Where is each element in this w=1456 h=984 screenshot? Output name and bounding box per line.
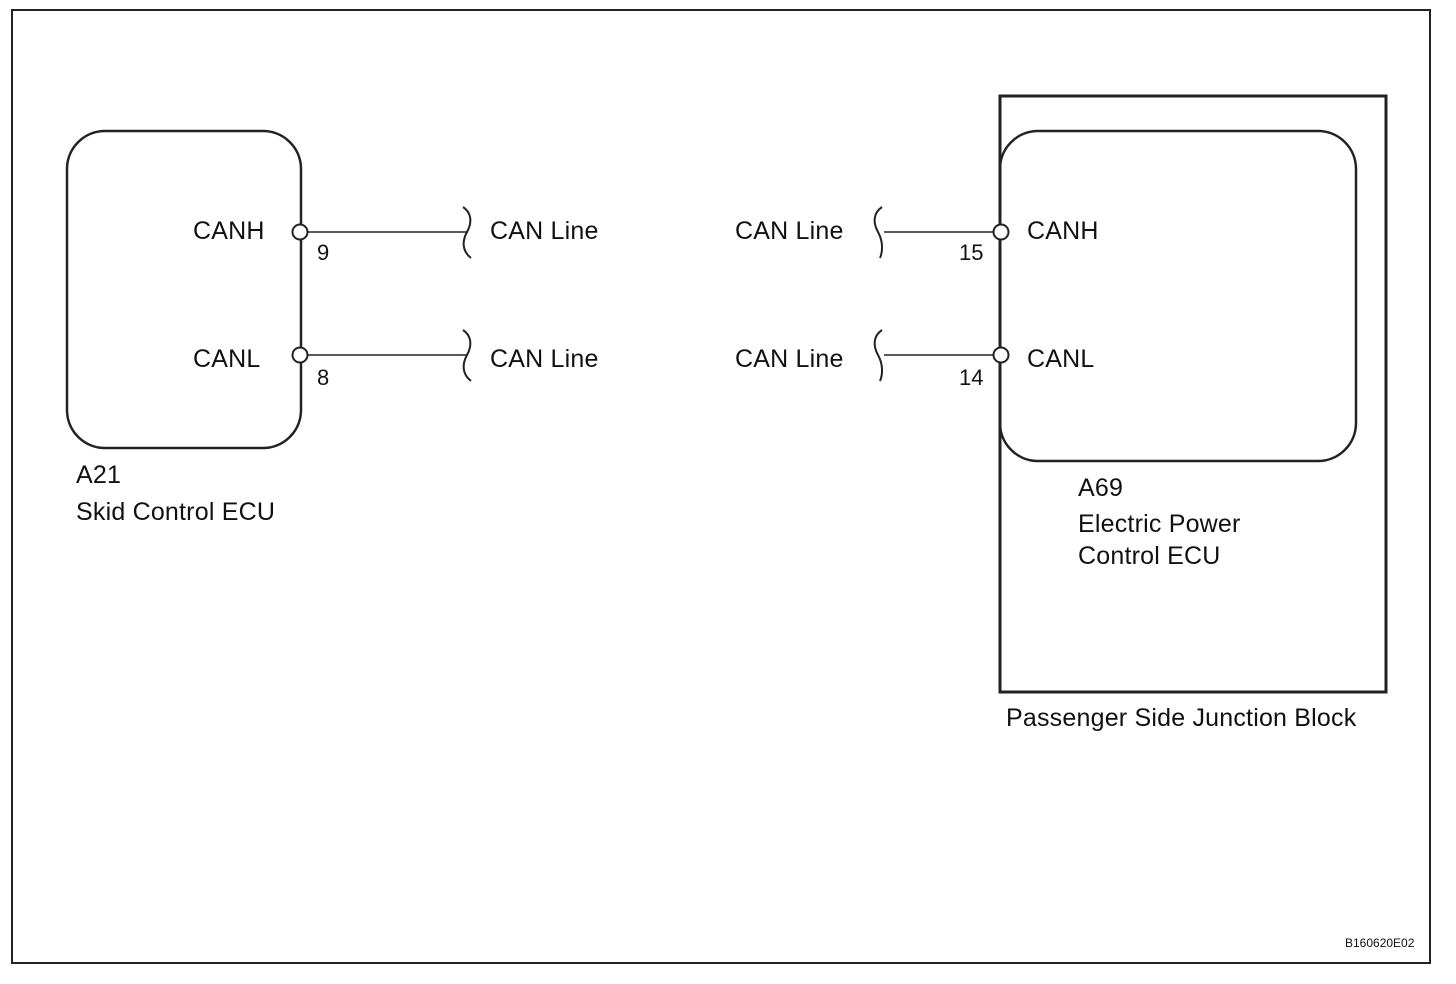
right-ecu-name-line1: Electric Power: [1078, 510, 1241, 538]
left-canl-break-symbol: [462, 329, 472, 382]
right-canh-label: CANH: [1027, 217, 1099, 245]
right-canl-can-line-label: CAN Line: [735, 345, 844, 373]
left-canl-label: CANL: [193, 345, 261, 373]
figure-id: B160620E02: [1345, 936, 1415, 950]
diagram-frame: [11, 9, 1431, 964]
right-canh-can-line-label: CAN Line: [735, 217, 844, 245]
left-canl-pin-circle: [291, 346, 309, 364]
electric-power-control-ecu-box: [998, 129, 1358, 463]
left-canh-can-line-label: CAN Line: [490, 217, 599, 245]
right-connector-code: A69: [1078, 474, 1124, 502]
right-canl-break-symbol: [873, 329, 884, 382]
right-canh-break-symbol: [873, 206, 884, 259]
left-canl-pin-number: 8: [317, 365, 330, 390]
junction-block-label: Passenger Side Junction Block: [1006, 704, 1357, 732]
right-canl-label: CANL: [1027, 345, 1095, 373]
right-canl-pin-number: 14: [959, 365, 984, 390]
left-connector-code: A21: [76, 461, 122, 489]
right-ecu-name-line2: Control ECU: [1078, 542, 1221, 570]
skid-control-ecu-box: [65, 129, 303, 450]
left-canl-can-line-label: CAN Line: [490, 345, 599, 373]
left-ecu-name: Skid Control ECU: [76, 498, 276, 526]
right-canh-pin-circle: [992, 223, 1010, 241]
left-canh-pin-circle: [291, 223, 309, 241]
right-canl-pin-circle: [992, 346, 1010, 364]
left-canh-label: CANH: [193, 217, 265, 245]
junction-block-box: [998, 94, 1388, 694]
left-canh-pin-number: 9: [317, 240, 330, 265]
left-canh-break-symbol: [462, 206, 472, 259]
right-canh-pin-number: 15: [959, 240, 984, 265]
